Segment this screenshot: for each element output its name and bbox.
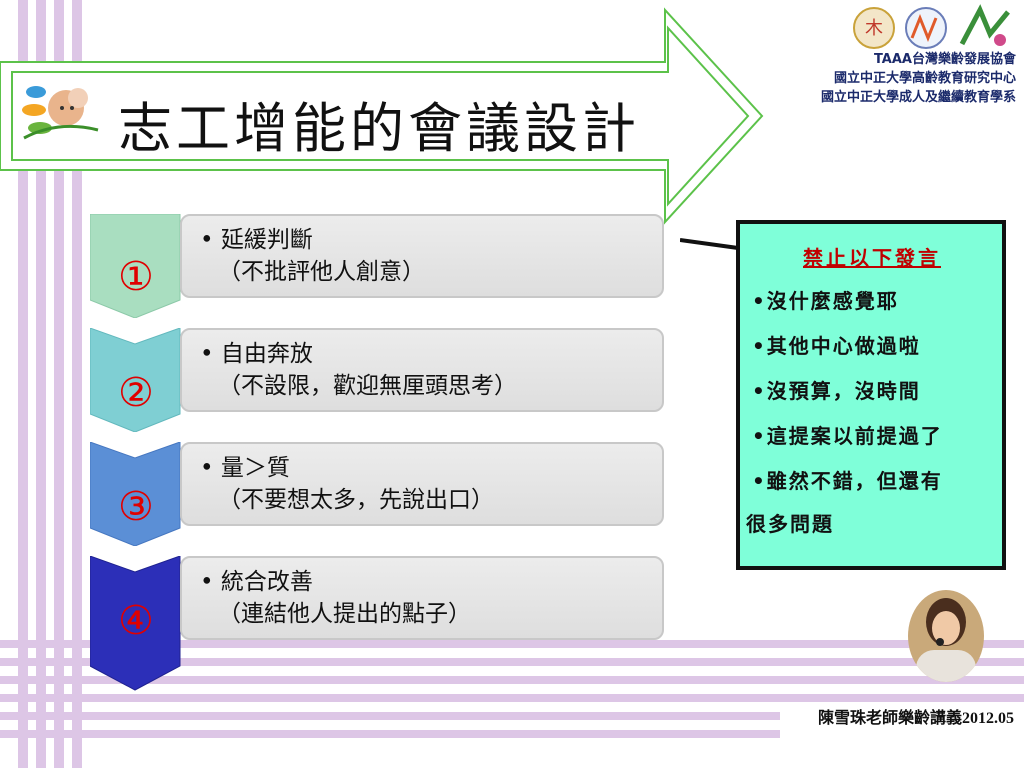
step-3-chevron [90,442,181,546]
org-line-taaa: TAAA台灣樂齡發展協會 [873,52,1016,67]
forbidden-phrases-title: 禁止以下發言 [803,246,941,270]
step-2-heading: 自由奔放 [200,338,662,370]
step-1-number: ① [118,254,154,300]
step-4-detail: （連結他人提出的點子） [218,601,471,627]
page-title: 志工增能的會議設計 [118,97,640,160]
forbidden-phrase-3: 沒預算，沒時間 [752,375,992,404]
step-1-chevron [90,214,181,318]
svg-text:木: 木 [865,18,883,39]
step-4-heading: 統合改善 [200,566,662,598]
step-3-detail: （不要想太多，先說出口） [218,487,494,513]
callout-connector [680,238,739,250]
step-2-box: 自由奔放 （不設限，歡迎無厘頭思考） [180,328,664,412]
presenter-photo [908,590,984,682]
forbidden-phrase-2: 其他中心做過啦 [752,330,992,359]
title-arrow-shape [0,7,764,225]
step-2-chevron [90,328,181,432]
step-3-heading: 量＞質 [200,452,662,484]
footer-credit: 陳雪珠老師樂齡講義2012.05 [817,710,1014,727]
step-1-box: 延緩判斷 （不批評他人創意） [180,214,664,298]
step-4-box: 統合改善 （連結他人提出的點子） [180,556,664,640]
forbidden-phrase-4: 這提案以前提過了 [752,420,992,449]
forbidden-phrase-5-continued: 很多問題 [746,512,834,536]
step-2-detail: （不設限，歡迎無厘頭思考） [218,373,517,399]
organization-logos-icon: 木 [853,4,1010,49]
step-2-number: ② [118,370,154,416]
step-4-chevron [90,556,181,691]
step-3-box: 量＞質 （不要想太多，先說出口） [180,442,664,526]
organization-names: TAAA台灣樂齡發展協會 國立中正大學高齡教育研究中心 國立中正大學成人及繼續教… [821,50,1016,107]
elder-learning-logo-icon [22,86,99,140]
step-4-number: ④ [118,598,154,644]
org-line-research-center: 國立中正大學高齡教育研究中心 [833,71,1016,86]
step-1-heading: 延緩判斷 [200,224,662,256]
step-1-detail: （不批評他人創意） [218,259,425,285]
forbidden-phrases-box: 禁止以下發言 沒什麼感覺耶 其他中心做過啦 沒預算，沒時間 這提案以前提過了 雖… [736,220,1006,570]
step-3-number: ③ [118,484,154,530]
org-line-department: 國立中正大學成人及繼續教育學系 [820,90,1016,105]
forbidden-phrase-1: 沒什麼感覺耶 [752,285,992,314]
forbidden-phrase-5: 雖然不錯，但還有 [752,465,992,494]
